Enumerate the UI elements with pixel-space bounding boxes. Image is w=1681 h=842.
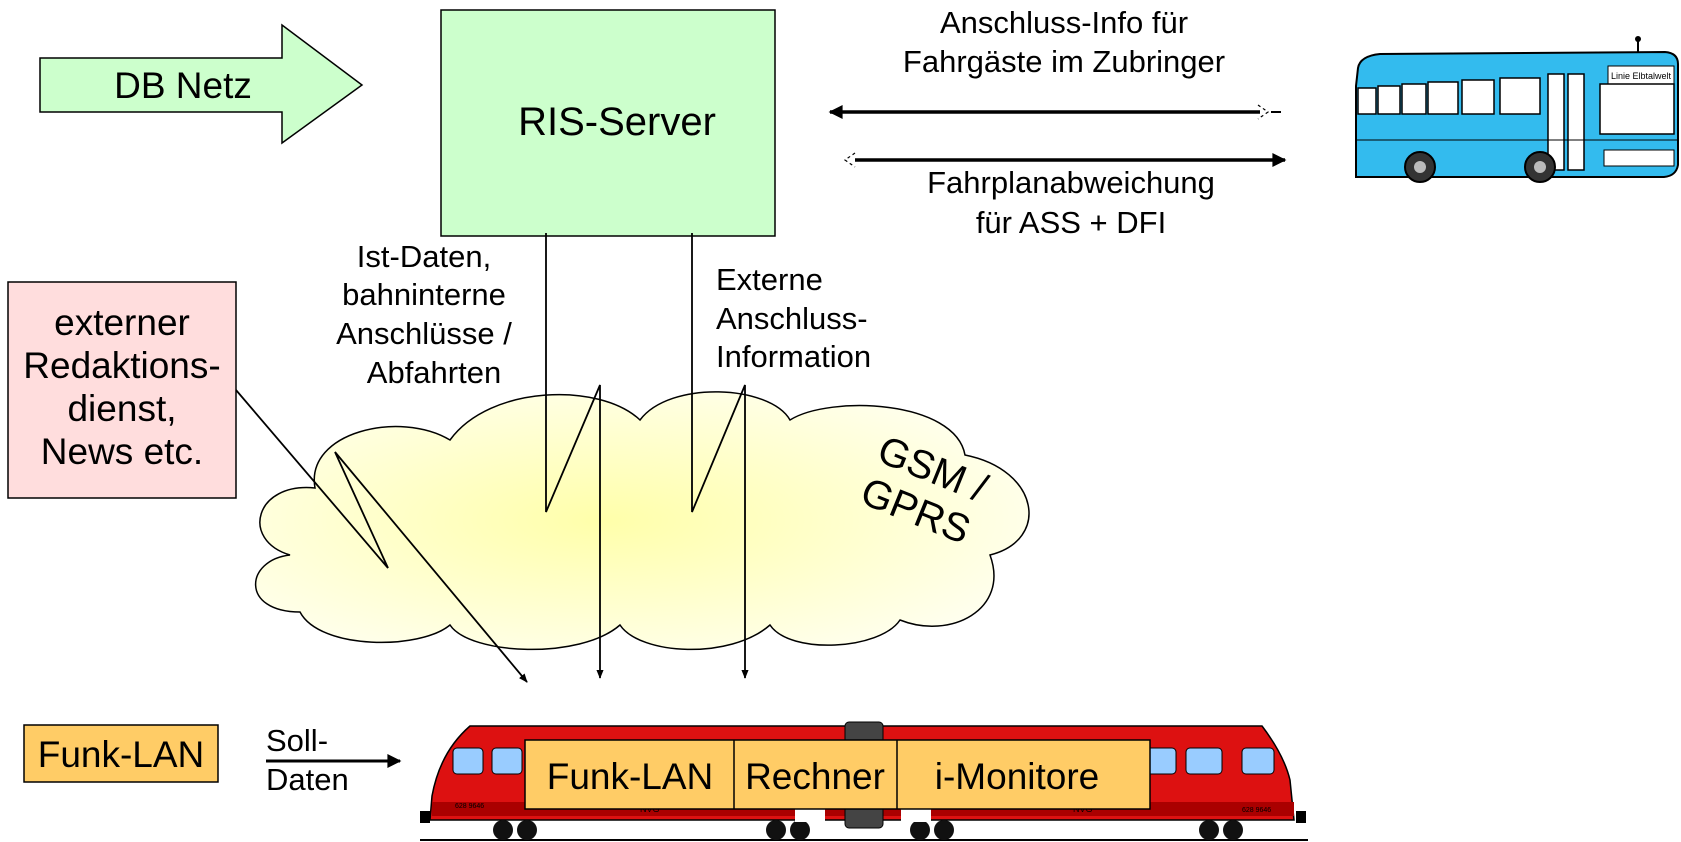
ist-daten-line-3: Anschlüsse / [336,316,512,351]
externe-line-1: Externe [716,262,823,297]
db-netz-label: DB Netz [114,65,252,106]
bus-connection: Anschluss-Info für Fahrgäste im Zubringe… [828,5,1287,240]
train-number-right: 628 9646 [1242,807,1271,814]
bus-deviation-line-2: für ASS + DFI [976,205,1166,240]
soll-daten-line-1: Soll- [266,723,328,758]
train-modules: Funk-LAN Rechner i-Monitore [524,739,1151,810]
ist-daten-line-4: Abfahrten [367,355,501,390]
ris-server-label: RIS-Server [518,100,716,144]
bus-deviation-line-1: Fahrplanabweichung [927,165,1215,200]
module-rechner: Rechner [745,756,885,797]
soll-daten-line-2: Daten [266,762,349,797]
externe-label: Externe Anschluss- Information [716,262,871,374]
bus-info-line-1: Anschluss-Info für [940,5,1188,40]
zigzag-arrow-redaktion [235,389,528,683]
redaktion-box: externer Redaktions- dienst, News etc. [7,281,237,499]
bus-info-line-2: Fahrgäste im Zubringer [903,44,1225,79]
ist-daten-label: Ist-Daten, bahninterne Anschlüsse / Abfa… [336,239,512,390]
zigzag-arrow-ist-daten [545,233,604,679]
zigzag-arrow-externe [691,233,749,679]
funk-lan-station-box: Funk-LAN [23,724,219,783]
train-number-left: 628 9646 [455,803,484,810]
redaktion-line-3: dienst, [67,388,176,429]
bus-destination-sign: Linie Elbtalwelt [1611,71,1672,81]
externe-line-2: Anschluss- [716,301,868,336]
bus-illustration: Linie Elbtalwelt [1355,36,1679,183]
module-i-monitore: i-Monitore [935,756,1100,797]
gsm-gprs-cloud: GSM / GPRS [254,391,1030,651]
redaktion-line-1: externer [54,302,190,343]
externe-line-3: Information [716,339,871,374]
ris-server-box: RIS-Server [440,9,776,237]
db-netz-arrow: DB Netz [39,23,364,145]
redaktion-line-4: News etc. [41,431,203,472]
soll-daten: Soll- Daten [266,723,402,797]
redaktion-line-2: Redaktions- [23,345,220,386]
ist-daten-line-1: Ist-Daten, [357,239,491,274]
funk-lan-station-label: Funk-LAN [38,734,205,775]
module-funk-lan: Funk-LAN [547,756,714,797]
ist-daten-line-2: bahninterne [342,277,506,312]
